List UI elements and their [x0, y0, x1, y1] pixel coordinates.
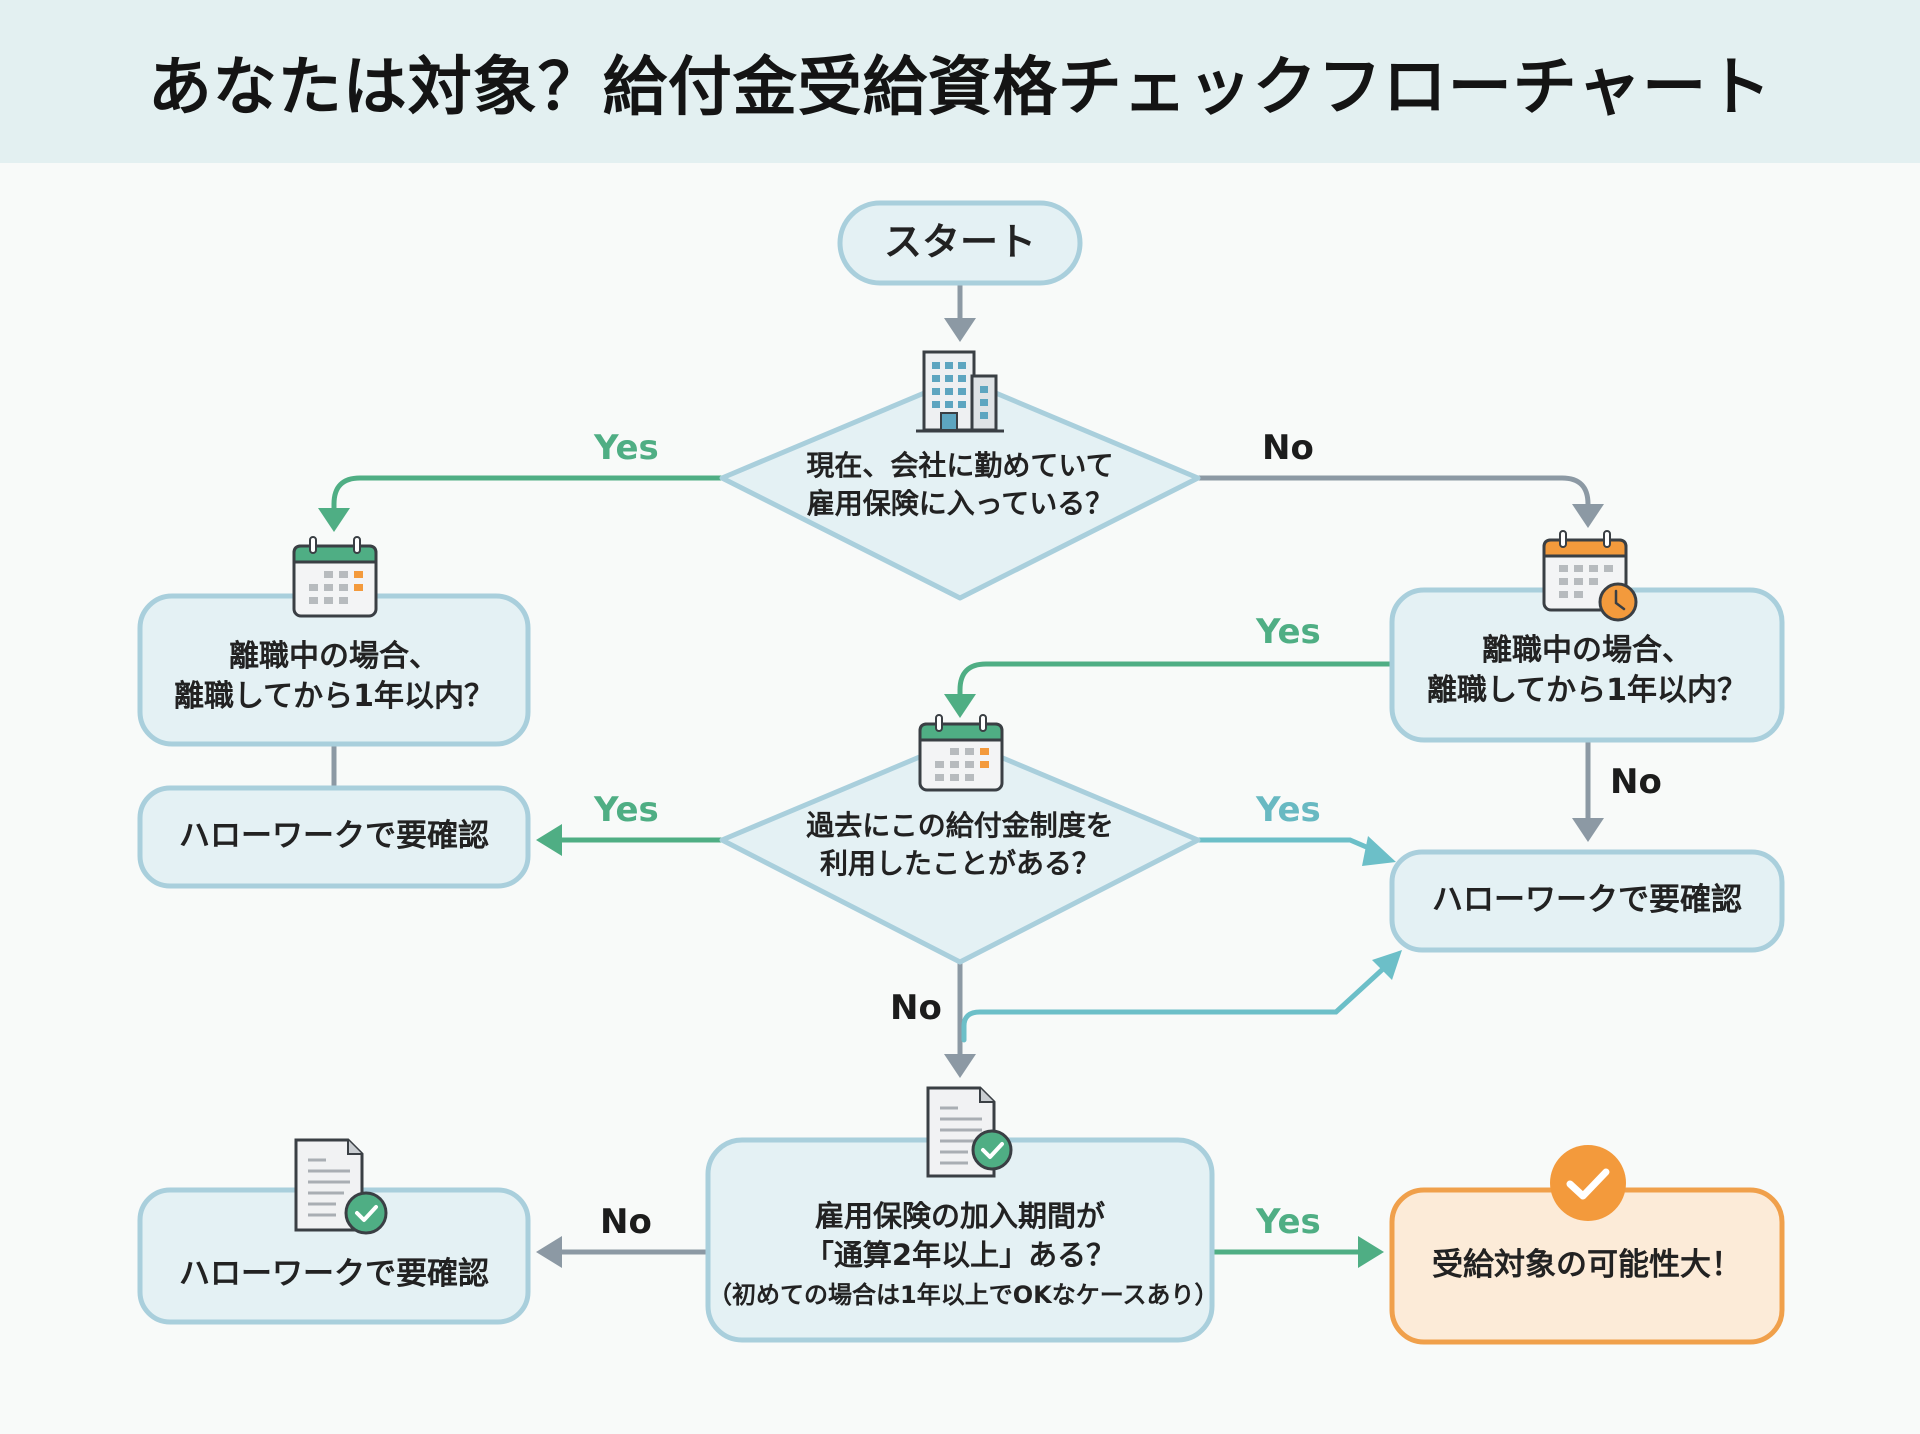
edge-q3-yes-right	[1195, 837, 1381, 855]
arrowhead	[944, 694, 976, 718]
q1-diamond	[719, 375, 1201, 601]
arrowhead	[1372, 950, 1402, 980]
edge-label-q4-yes: Yes	[1256, 1202, 1321, 1242]
edge-label-q3-no: No	[890, 988, 942, 1028]
check-circle-icon	[1550, 1145, 1626, 1221]
arrowhead	[1358, 1236, 1384, 1268]
start-node-label: スタート	[883, 220, 1036, 265]
document-check-icon	[926, 1086, 1013, 1178]
arrowhead	[536, 824, 562, 856]
edge-label-q2r-no: No	[1610, 762, 1662, 802]
hw-left-bottom-label: ハローワークで要確認	[179, 1256, 489, 1293]
title-banner: あなたは対象？給付金受給資格チェックフローチャート	[0, 0, 1920, 163]
edge-q1-yes	[331, 475, 725, 515]
hw-right-mid-label: ハローワークで要確認	[1432, 882, 1742, 919]
edge-label-q3-yes-left: Yes	[594, 790, 659, 830]
arrowhead	[944, 318, 976, 342]
q1-question: 現在、会社に勤めていて 雇用保険に入っている？	[806, 449, 1114, 520]
edge-label-q3-yes-right: Yes	[1256, 790, 1321, 830]
page-title: あなたは対象？給付金受給資格チェックフローチャート	[147, 50, 1773, 125]
calendar-icon	[918, 714, 1004, 792]
document-check-icon	[294, 1138, 388, 1235]
building-icon	[916, 350, 1004, 433]
hw-right-mid-box	[1389, 849, 1785, 953]
arrowhead	[944, 1054, 976, 1078]
start-node	[837, 200, 1083, 286]
edge-label-q2r-yes: Yes	[1256, 612, 1321, 652]
q3-question: 過去にこの給付金制度を 利用したことがある？	[806, 809, 1114, 880]
edge-q1-no	[1195, 475, 1591, 509]
q3-diamond	[719, 737, 1201, 965]
calendar-clock-icon	[1542, 530, 1638, 622]
edge-q2r-yes	[957, 661, 1395, 699]
q4-note: （初めての場合は1年以上でOKなケースあり）	[708, 1280, 1219, 1309]
edge-label-q1-yes: Yes	[594, 428, 659, 468]
arrowhead	[1362, 836, 1396, 866]
arrowhead	[1572, 504, 1604, 528]
edge-label-q4-no: No	[600, 1202, 652, 1242]
hw-left-mid-label: ハローワークで要確認	[179, 818, 489, 855]
q2-left-question: 離職中の場合、 離職してから1年以内？	[174, 638, 494, 715]
arrowhead	[536, 1236, 562, 1268]
edge-q3-no-branch	[961, 965, 1387, 1043]
calendar-icon	[292, 536, 378, 618]
hw-left-mid-box	[137, 785, 531, 889]
result-label: 受給対象の可能性大！	[1432, 1247, 1742, 1284]
q2-right-question: 離職中の場合、 離職してから1年以内？	[1427, 632, 1747, 709]
q4-question: 雇用保険の加入期間が 「通算2年以上」ある？ （初めての場合は1年以上でOKなケ…	[708, 1184, 1219, 1324]
arrowhead	[1572, 818, 1604, 842]
arrowhead	[318, 508, 350, 532]
edge-label-q1-no: No	[1262, 428, 1314, 468]
